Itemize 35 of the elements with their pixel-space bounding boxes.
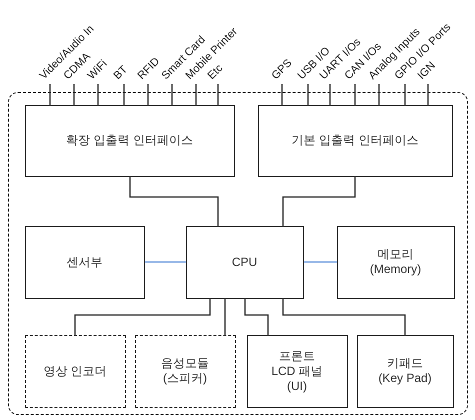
module-box: 센서부: [24, 226, 144, 298]
cpu-box: CPU: [186, 226, 304, 298]
interface-box: 기본 입출력 인터페이스: [258, 104, 452, 176]
connector-line: [282, 177, 356, 226]
module-box: 메모리 (Memory): [336, 226, 454, 298]
module-box: 키패드 (Key Pad): [356, 334, 454, 408]
signal-line: [49, 84, 51, 105]
connector-line: [129, 177, 219, 226]
connector-line: [244, 299, 269, 335]
signal-label: IGN: [416, 60, 438, 82]
signal-line: [354, 84, 356, 105]
signal-line: [378, 84, 380, 105]
module-box: 프론트 LCD 패널 (UI): [246, 334, 348, 408]
signal-line: [329, 84, 331, 105]
signal-line: [195, 84, 197, 105]
signal-line: [281, 84, 283, 105]
module-box: 음성모듈 (스피커): [134, 334, 236, 408]
interface-box: 확장 입출력 인터페이스: [24, 104, 234, 176]
connector-line: [282, 299, 406, 335]
signal-label: BT: [112, 64, 130, 82]
connector-line: [304, 261, 337, 263]
device-boundary: [8, 92, 468, 415]
module-box: 영상 인코더: [24, 334, 126, 408]
signal-line: [123, 84, 125, 105]
signal-line: [217, 84, 219, 105]
connector-line: [224, 299, 226, 335]
signal-line: [404, 84, 406, 105]
connector-line: [74, 299, 211, 335]
signal-line: [97, 84, 99, 105]
signal-line: [147, 84, 149, 105]
connector-line: [145, 261, 186, 263]
signal-line: [73, 84, 75, 105]
signal-line: [427, 84, 429, 105]
signal-line: [171, 84, 173, 105]
signal-line: [307, 84, 309, 105]
